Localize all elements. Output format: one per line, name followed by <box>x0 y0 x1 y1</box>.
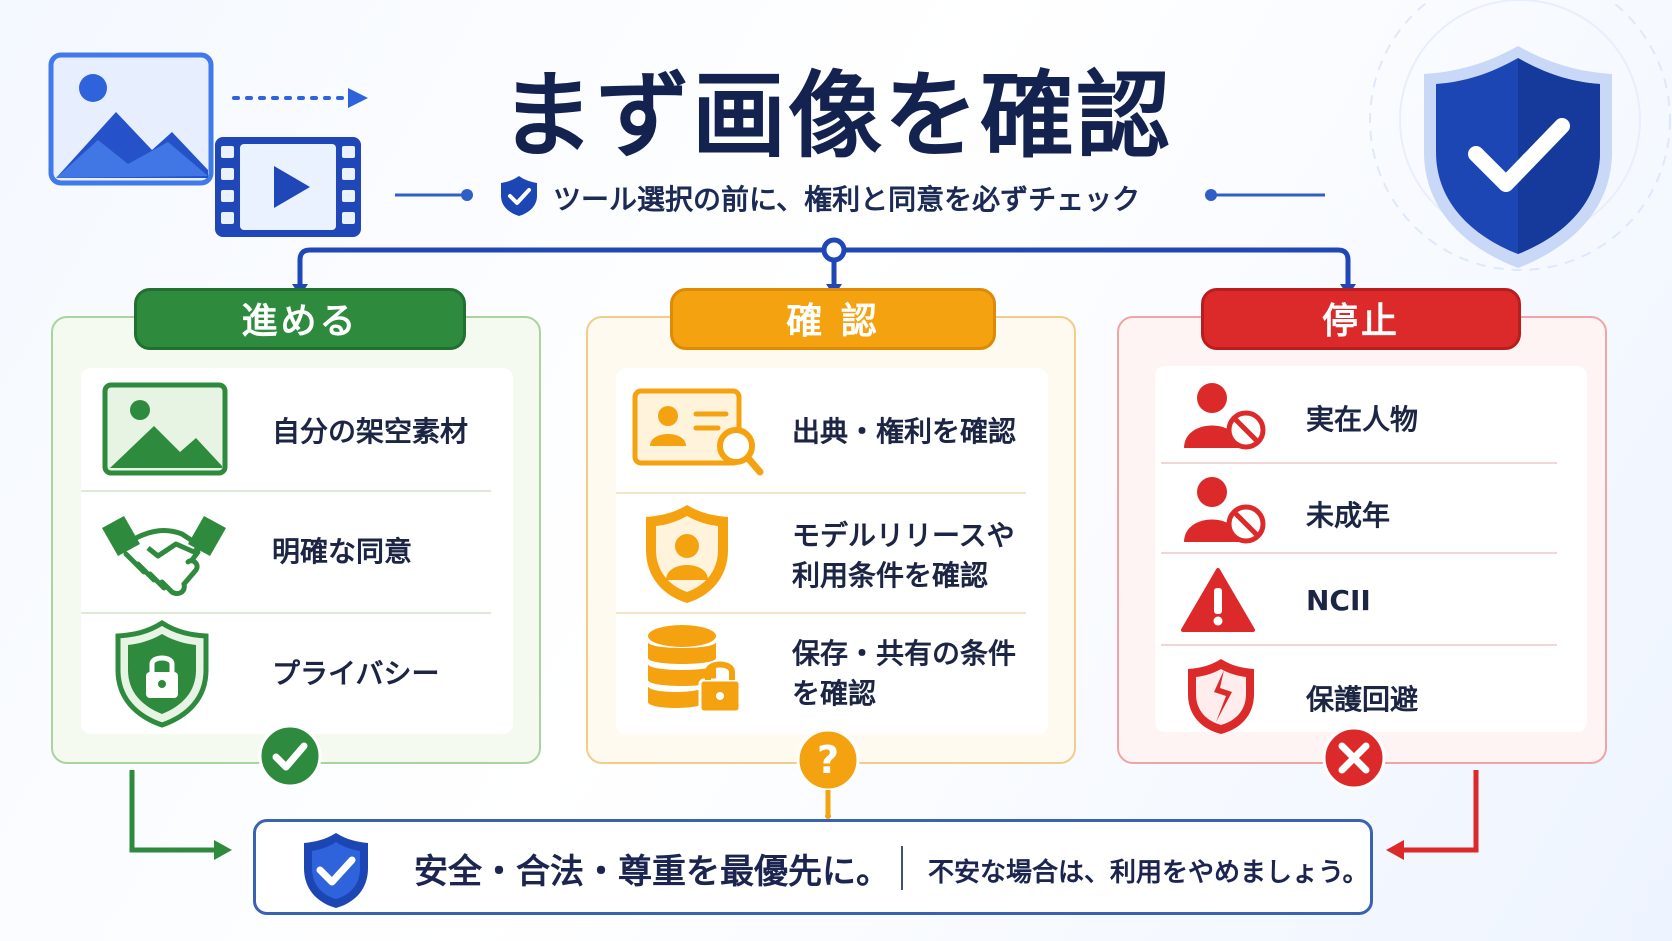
red-arrow <box>1386 770 1479 860</box>
footer-message: 安全・合法・尊重を最優先に。 <box>414 852 890 892</box>
stop-heading: 停止 <box>1201 288 1521 350</box>
green-arrow <box>129 770 232 860</box>
subtitle-row: ツール選択の前に、権利と同意を必ずチェック <box>395 170 1325 220</box>
divider <box>616 492 1026 494</box>
x-circle-icon <box>1322 726 1386 790</box>
proceed-heading: 進める <box>134 288 466 350</box>
branch-connector <box>292 237 1356 296</box>
divider <box>616 612 1026 614</box>
person-prohibited-icon <box>1184 383 1266 450</box>
check-heading: 確 認 <box>670 288 996 350</box>
person-prohibited-icon <box>1184 477 1266 544</box>
shield-lock-icon <box>115 620 209 728</box>
image-icon <box>102 382 228 476</box>
handshake-icon <box>102 516 226 597</box>
stop-item-label: 保護回避 <box>1306 683 1419 716</box>
shield-person-icon <box>646 505 728 603</box>
check-item-label: 利用条件を確認 <box>792 559 989 592</box>
subtitle-right-line <box>1205 189 1325 201</box>
image-file-icon <box>48 52 214 186</box>
subtitle: ツール選択の前に、権利と同意を必ずチェック <box>553 183 1141 216</box>
stop-item-label: 実在人物 <box>1306 403 1419 436</box>
divider <box>1161 552 1557 554</box>
video-file-icon <box>215 137 361 237</box>
question-pin-icon: ? <box>796 728 860 819</box>
broken-shield-icon <box>1188 659 1254 734</box>
stop-item-label: NCII <box>1306 584 1371 617</box>
warning-triangle-icon <box>1181 568 1255 632</box>
svg-text:?: ? <box>817 738 839 782</box>
divider <box>81 490 491 492</box>
footer-advice: 不安な場合は、利用をやめましょう。 <box>928 858 1369 888</box>
proceed-item-label: プライバシー <box>272 657 440 690</box>
proceed-item-label: 明確な同意 <box>272 535 413 568</box>
id-card-search-icon <box>632 388 764 476</box>
dotted-arrow-icon <box>232 88 368 108</box>
divider <box>1161 462 1557 464</box>
check-item-label: を確認 <box>792 677 877 710</box>
page-title: まず画像を確認 <box>499 62 1172 171</box>
divider <box>1161 644 1557 646</box>
small-shield-check-icon <box>501 176 537 216</box>
proceed-item-label: 自分の架空素材 <box>272 415 469 448</box>
check-item-label: 出典・権利を確認 <box>792 415 1017 448</box>
check-item-label: モデルリリースや <box>792 519 1015 552</box>
divider <box>81 612 491 614</box>
footer-separator <box>901 846 903 890</box>
shield-check-icon <box>1424 46 1612 268</box>
subtitle-left-line <box>395 189 473 201</box>
check-circle-icon <box>258 724 322 788</box>
check-item-label: 保存・共有の条件 <box>792 637 1017 670</box>
footer-banner: 安全・合法・尊重を最優先に。 不安な場合は、利用をやめましょう。 <box>253 819 1373 915</box>
shield-check-icon <box>304 833 368 908</box>
stop-item-label: 未成年 <box>1306 499 1391 532</box>
database-lock-icon <box>648 625 742 714</box>
